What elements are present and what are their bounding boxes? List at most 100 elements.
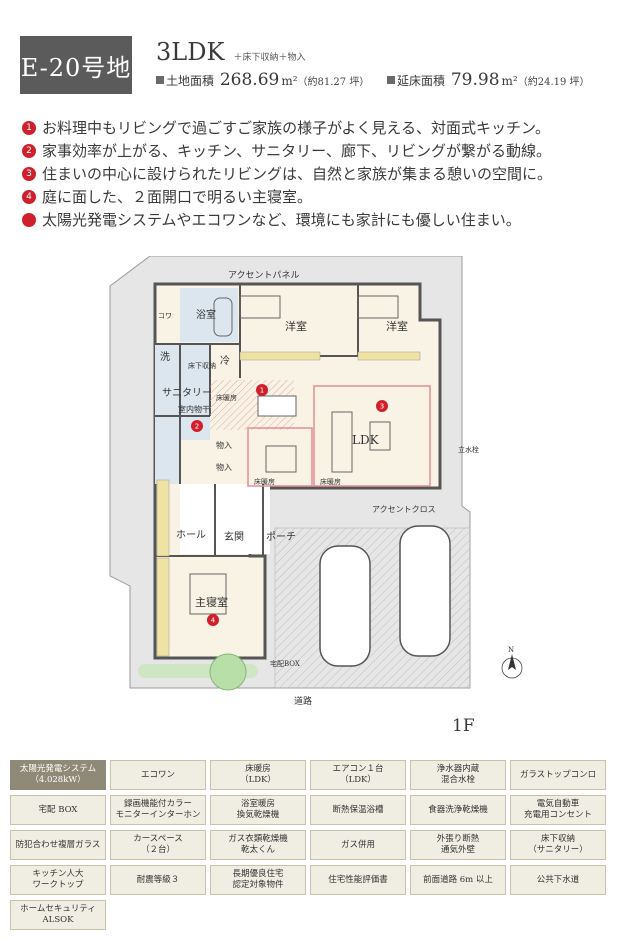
plan-extra: ＋床下収納＋物入 [233, 53, 306, 63]
option-tile: ホームセキュリティ ALSOK [10, 900, 106, 930]
toilet [155, 416, 180, 484]
land-area-unit: m² [281, 74, 298, 88]
feature-text: お料理中もリビングで過ごすご家族の様子がよく見える、対面式キッチン。 [42, 119, 551, 137]
kitchen-counter [257, 395, 297, 417]
bed [239, 295, 281, 319]
bed [189, 573, 227, 615]
option-label: ガラストップコンロ [519, 769, 597, 780]
marker-4: 4 [211, 617, 216, 625]
option-label: 食器洗浄乾燥機 [428, 804, 488, 815]
option-tile: キッチン人大 ワークトップ [10, 865, 106, 895]
feature-list: 1 お料理中もリビングで過ごすご家族の様子がよく見える、対面式キッチン。 2 家事効… [22, 116, 612, 231]
option-tile: 住宅性能評価書 [310, 865, 406, 895]
genkan-area [215, 522, 263, 552]
faucet-label: 立水栓 [458, 445, 479, 454]
lot-badge: E-20号地 [20, 36, 132, 94]
option-tile: 床下収納 （サニタリー） [510, 830, 606, 860]
marker-3: 3 [380, 403, 384, 411]
option-tile: エコワン [110, 760, 206, 790]
option-tile: 電気自動車 充電用コンセント [510, 795, 606, 825]
floor-heat-label: 床暖房 [320, 477, 341, 486]
option-tile: 外張り断熱 通気外壁 [410, 830, 506, 860]
room-yokushitsu: 浴室 [196, 308, 216, 321]
option-tile: 断熱保温浴槽 [310, 795, 406, 825]
tree [209, 653, 247, 691]
option-tile: 食器洗浄乾燥機 [410, 795, 506, 825]
dot-bullet-icon [22, 212, 36, 227]
option-tile: 床暖房 （LDK） [210, 760, 306, 790]
floor-storage-label: 床下収納 [188, 361, 216, 370]
option-tile: 公共下水道 [510, 865, 606, 895]
number-badge-icon: 4 [22, 189, 36, 204]
option-label: 公共下水道 [536, 874, 580, 885]
storage-strip [156, 557, 170, 657]
feature-item: 太陽光発電システムやエコワンなど、環境にも家計にも優しい住まい。 [22, 208, 612, 231]
number-badge-icon: 2 [22, 143, 36, 158]
option-label: 宅配 BOX [38, 804, 78, 815]
room-ldk: LDK [352, 433, 380, 447]
sofa [331, 411, 353, 473]
indoor-dry-label: 室内物干 [178, 404, 210, 414]
room-hall: ホール [176, 529, 206, 541]
number-badge-icon: 3 [22, 166, 36, 181]
option-tile: ガス衣類乾燥機 乾太くん [210, 830, 306, 860]
option-tile: 浴室暖房 換気乾燥機 [210, 795, 306, 825]
bathroom [180, 288, 238, 342]
marker-1: 1 [260, 387, 264, 395]
floor-plan: アクセントパネル 洋室 洋室 浴室 洗 床下収納 冷 サニタリー 室内物干 床暖… [100, 256, 530, 708]
option-label: 外張り断熱 通気外壁 [436, 834, 480, 855]
option-label: 電気自動車 充電用コンセント [523, 799, 592, 820]
room-master: 主寝室 [195, 595, 228, 609]
option-tile: 宅配 BOX [10, 795, 106, 825]
option-tile: 防犯合わせ複層ガラス [10, 830, 106, 860]
accent-panel-label: アクセントパネル [228, 270, 300, 281]
land-area-value: 268.69 [219, 70, 280, 90]
floor-area-value: 79.98 [450, 70, 500, 90]
option-tile: 前面道路 6m 以上 [410, 865, 506, 895]
option-tile: 録画機能付カラー モニターインターホン [110, 795, 206, 825]
option-label: エアコン１台 （LDK） [332, 764, 384, 785]
option-tile: ガス併用 [310, 830, 406, 860]
north-label: N [508, 646, 514, 654]
floor-label: 1F [452, 716, 475, 736]
delivery-box-label: 宅配BOX [270, 659, 300, 668]
storage-label: 物入 [216, 440, 232, 450]
option-label: キッチン人大 ワークトップ [32, 869, 84, 890]
floor-area-unit: m² [501, 74, 518, 88]
option-label: 浴室暖房 換気乾燥機 [236, 799, 280, 820]
car [399, 525, 451, 657]
option-tile: ガラストップコンロ [510, 760, 606, 790]
option-label: 断熱保温浴槽 [332, 804, 384, 815]
option-label: 床暖房 （LDK） [240, 764, 276, 785]
option-label: カースペース （２台） [133, 834, 183, 855]
option-label: ガス衣類乾燥機 乾太くん [228, 834, 288, 855]
floor-area-label: 延床面積 [397, 74, 446, 88]
option-label: 前面道路 6m 以上 [423, 874, 493, 885]
option-label: 太陽光発電システム （4.028kW） [19, 764, 97, 785]
number-badge-icon: 1 [22, 120, 36, 135]
square-bullet-icon [387, 76, 395, 84]
feature-item: 2 家事効率が上がる、キッチン、サニタリー、廊下、リビングが繋がる動線。 [22, 139, 612, 162]
north-arrow-icon [501, 654, 523, 679]
option-tile: 浄水器内蔵 混合水栓 [410, 760, 506, 790]
option-tile: 太陽光発電システム （4.028kW） [10, 760, 106, 790]
land-area-label: 土地面積 [166, 74, 215, 88]
option-label: 耐震等級３ [136, 874, 180, 885]
car [319, 545, 371, 667]
feature-item: 1 お料理中もリビングで過ごすご家族の様子がよく見える、対面式キッチン。 [22, 116, 612, 139]
feature-text: 家事効率が上がる、キッチン、サニタリー、廊下、リビングが繋がる動線。 [42, 142, 551, 160]
room-youshitsu-2: 洋室 [386, 319, 408, 333]
plan-type: 3LDK [156, 38, 225, 66]
feature-text: 住まいの中心に設けられたリビングは、自然と家族が集まる憩いの空間に。 [42, 165, 553, 183]
room-genkan: 玄関 [224, 530, 244, 543]
title-row: 3LDK ＋床下収納＋物入 [156, 38, 306, 66]
option-tile: 長期優良住宅 認定対象物件 [210, 865, 306, 895]
storage-strip [156, 479, 170, 557]
feature-item: 3 住まいの中心に設けられたリビングは、自然と家族が集まる憩いの空間に。 [22, 162, 612, 185]
room-wash: 洗 [160, 351, 170, 363]
feature-text: 太陽光発電システムやエコワンなど、環境にも家計にも優しい住まい。 [42, 211, 521, 229]
floor-heat-label: 床暖房 [216, 393, 237, 402]
bed [357, 295, 399, 319]
option-label: 長期優良住宅 認定対象物件 [232, 869, 284, 890]
